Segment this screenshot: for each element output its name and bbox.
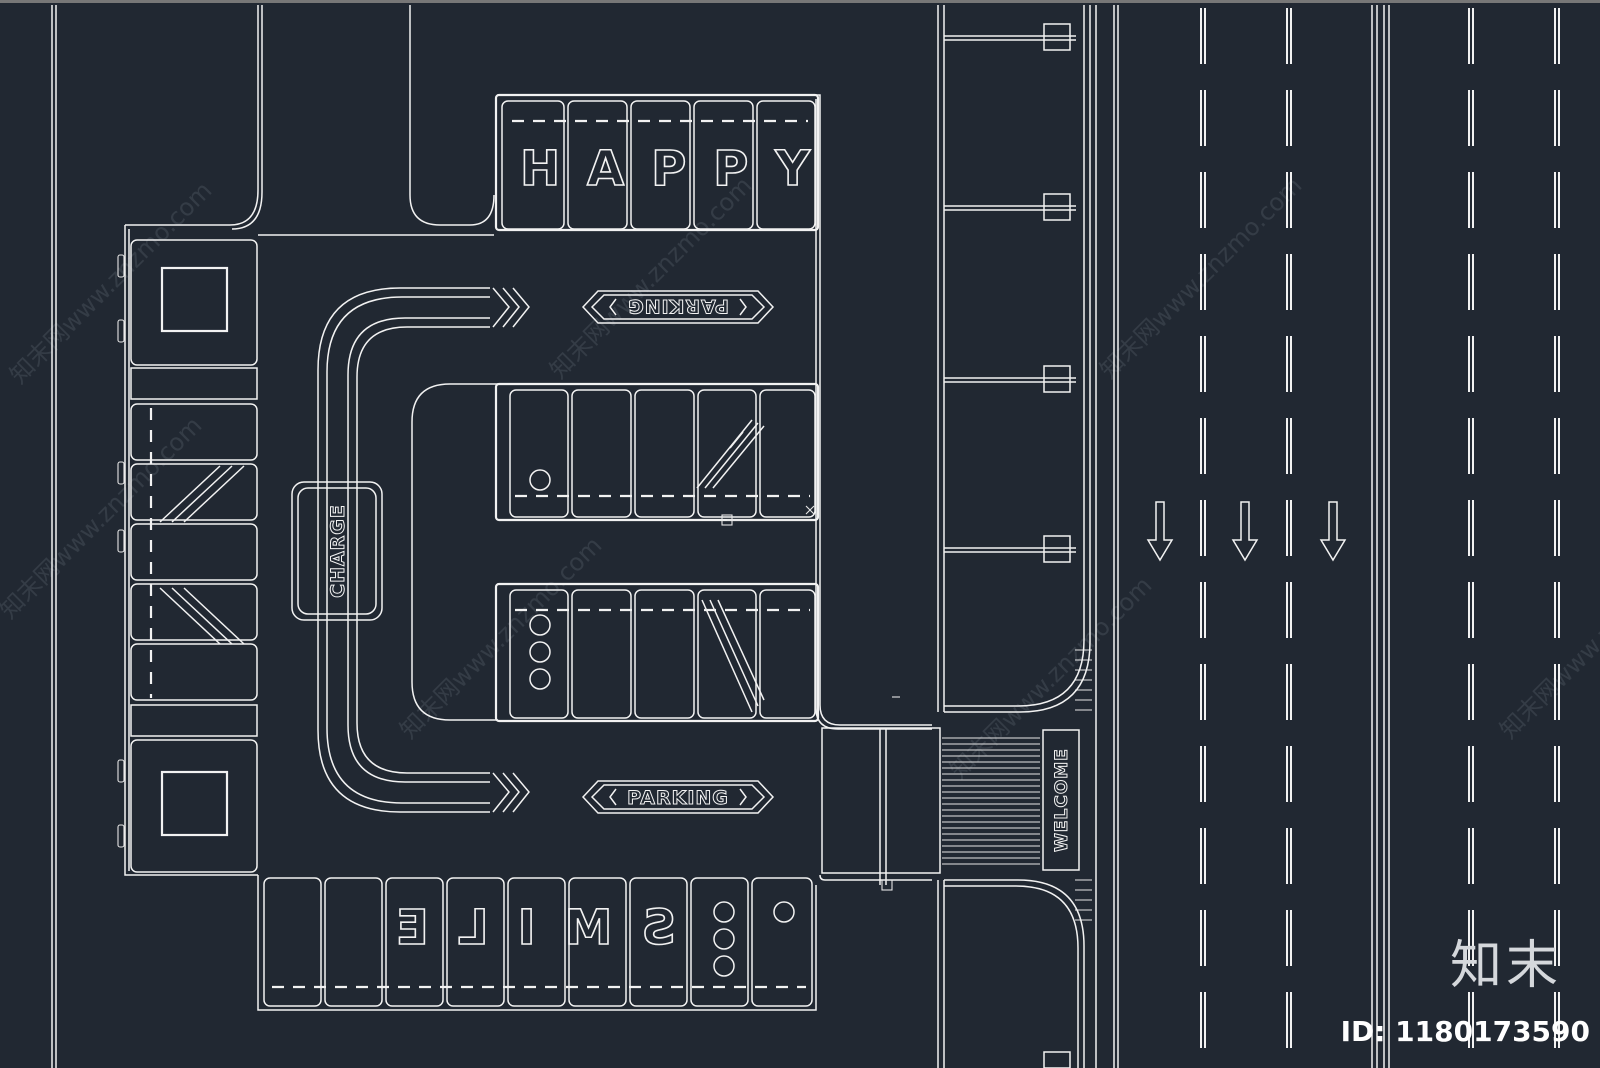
parking-stall: [751, 877, 813, 1007]
sidewalk-bays: [937, 5, 1091, 1068]
inner-island: [411, 383, 498, 721]
parking-stall: [385, 877, 444, 1007]
ev-charger-circle-icon: [529, 641, 551, 663]
welcome-label: WELCOME: [1052, 748, 1072, 852]
stall-row-middle-upper: [494, 382, 820, 526]
lot-outline: [124, 5, 932, 1011]
image-id-label: ID: 1180173590: [1340, 1015, 1590, 1048]
brand-logo-text: 知末: [1449, 936, 1562, 996]
parking-stall: [697, 389, 757, 518]
parking-stall: [130, 583, 258, 641]
entrance-crosswalk: WELCOME: [821, 649, 1092, 921]
parking-stall: [571, 589, 632, 719]
arrow-down-icon: [1319, 501, 1347, 562]
parking-stall: [634, 589, 695, 719]
ev-charger-circle-icon: [529, 614, 551, 636]
parking-stall: [130, 403, 258, 461]
ev-charger-circle-icon: [773, 901, 795, 923]
parking-sign-bottom: PARKING: [581, 780, 775, 814]
parking-stall: [446, 877, 505, 1007]
parking-stall: [630, 100, 691, 230]
parking-stall: [509, 589, 569, 719]
parking-label-top: PARKING: [627, 295, 729, 317]
ev-charger-circle-icon: [529, 469, 551, 491]
ev-charger-circle-icon: [529, 668, 551, 690]
parking-stall: [507, 877, 566, 1007]
parking-sign-top: PARKING: [581, 290, 775, 324]
parking-stall: [567, 100, 628, 230]
chevron-right-icon: [492, 287, 530, 328]
curved-driving-lane: [317, 287, 490, 813]
parking-stall: [130, 463, 258, 521]
chevron-right-icon: [492, 772, 530, 813]
ev-charger-circle-icon: [713, 955, 735, 977]
ev-charger-circle-icon: [713, 901, 735, 923]
left-road: [51, 5, 263, 1068]
entry-block: [130, 239, 258, 366]
parking-stall: [324, 877, 383, 1007]
stall-row-middle-lower: [494, 582, 900, 723]
parking-stall: [759, 589, 816, 719]
arrow-down-icon: [1231, 501, 1259, 562]
parking-stall: [509, 389, 569, 518]
parking-stall: [501, 100, 565, 230]
left-stall-column: [117, 239, 258, 873]
parking-stall: [130, 643, 258, 701]
parking-stall: [263, 877, 322, 1007]
charge-label: CHARGE: [327, 504, 349, 598]
parking-label-bottom: PARKING: [627, 787, 729, 809]
main-road: [1095, 5, 1560, 1068]
parking-stall: [756, 100, 816, 230]
parking-stall: [130, 523, 258, 581]
parking-stall: [690, 877, 749, 1007]
parking-stall: [634, 389, 695, 518]
arrow-down-icon: [1146, 501, 1174, 562]
parking-stall: [568, 877, 627, 1007]
parking-stall: [629, 877, 688, 1007]
parking-stall: [693, 100, 754, 230]
ev-charger-circle-icon: [713, 928, 735, 950]
parking-stall: [759, 389, 816, 518]
parking-stall: [571, 389, 632, 518]
parking-stall: [697, 589, 757, 719]
charge-zone: CHARGE: [291, 481, 383, 621]
entry-block: [130, 739, 258, 873]
